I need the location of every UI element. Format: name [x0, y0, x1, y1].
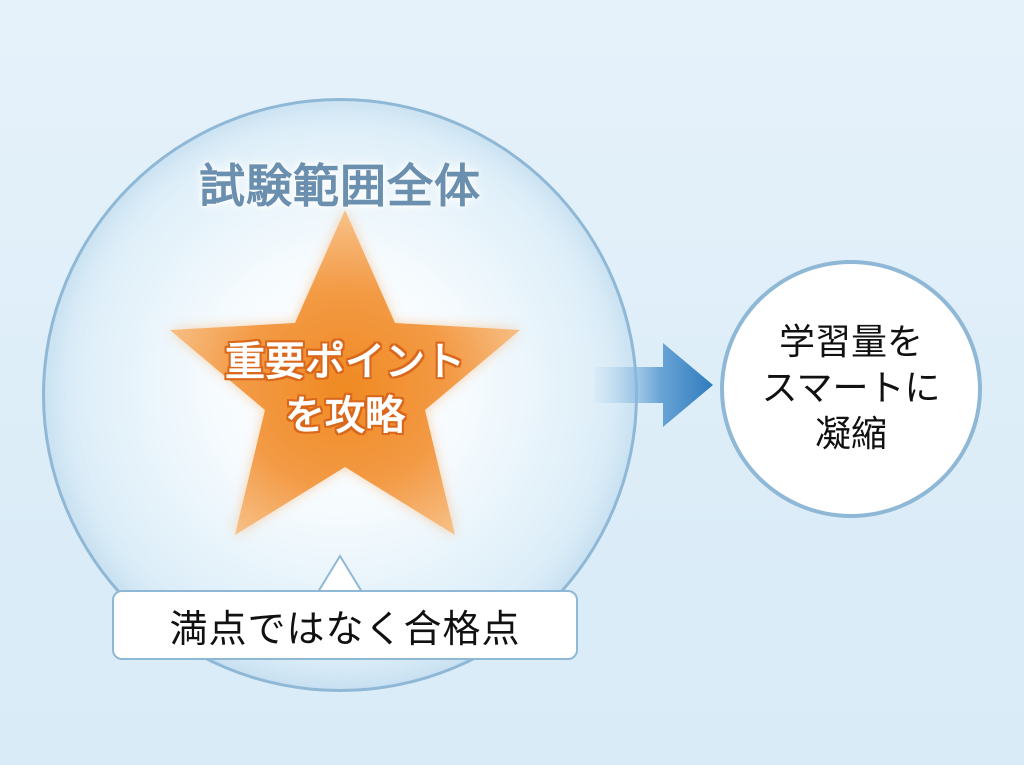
result-line-1: 学習量を: [778, 322, 923, 363]
callout-box: 満点ではなく合格点: [112, 590, 578, 660]
star-icon: [150, 205, 540, 545]
exam-scope-title: 試験範囲全体: [199, 159, 481, 213]
arrow-right-icon: [595, 343, 713, 427]
result-line-2: スマートに: [761, 368, 941, 409]
result-circle: 学習量を スマートに 凝縮: [720, 260, 982, 518]
star-label-line-2: を攻略: [285, 393, 405, 439]
result-line-3: 凝縮: [814, 414, 887, 455]
callout-text: 満点ではなく合格点: [169, 606, 521, 651]
star-label-line-1: 重要ポイント: [225, 339, 465, 385]
star-label: 重要ポイント を攻略: [150, 335, 540, 443]
